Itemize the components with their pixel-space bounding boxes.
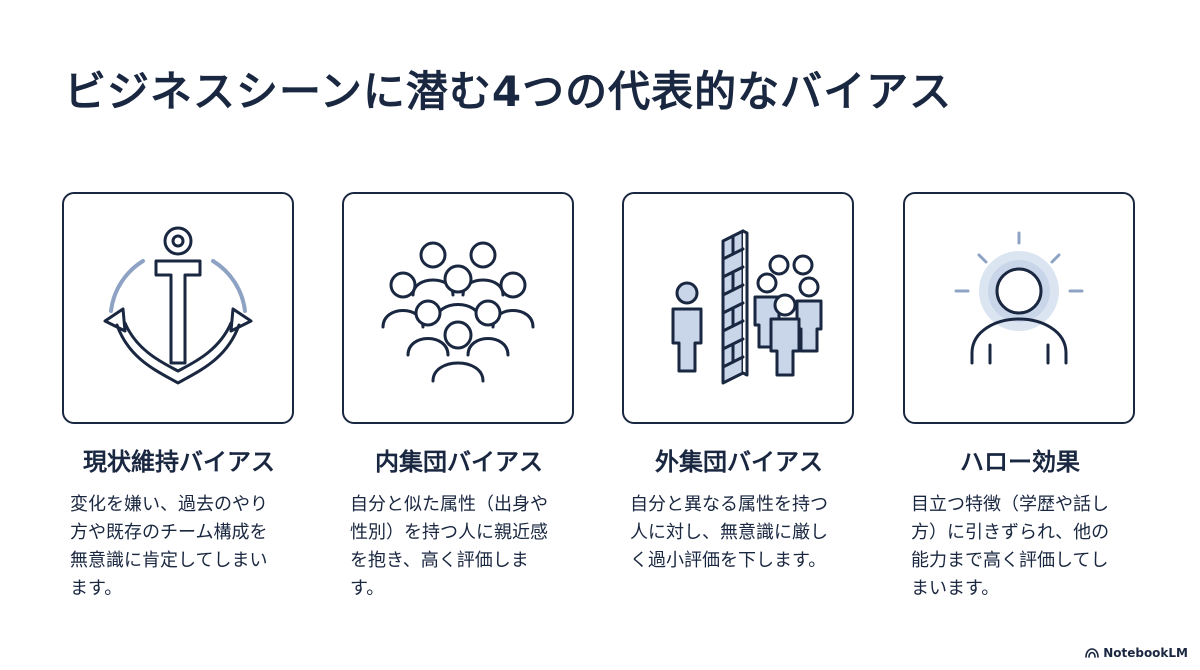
- card-description: 自分と異なる属性を持つ人に対し、無意識に厳しく過小評価を下します。: [630, 494, 828, 571]
- bias-card-status-quo: 現状維持バイアス 変化を嫌い、過去のやり方や既存のチーム構成を無意識に肯定してし…: [62, 192, 296, 603]
- card-title: ハロー効果: [960, 448, 1080, 476]
- group-icon: [381, 241, 535, 383]
- bias-card-in-group: 内集団バイアス 自分と似た属性（出身や性別）を持つ人に親近感を抱き、高く評価しま…: [342, 192, 576, 603]
- icon-frame: [903, 192, 1135, 424]
- bias-card-halo-effect: ハロー効果 目立つ特徴（学歴や話し方）に引きずられ、他の能力まで高く評価してしま…: [903, 192, 1137, 603]
- card-title: 外集団バイアス: [655, 448, 823, 476]
- notebooklm-logo-icon: [1085, 648, 1099, 658]
- anchor-icon: [103, 226, 253, 385]
- card-title: 現状維持バイアス: [83, 448, 275, 476]
- slide-title: ビジネスシーンに潜む4つの代表的なバイアス: [64, 67, 953, 116]
- icon-frame: [342, 192, 574, 424]
- card-description: 自分と似た属性（出身や性別）を持つ人に親近感を抱き、高く評価します。: [350, 494, 548, 599]
- halo-person-icon: [954, 231, 1084, 365]
- brand-watermark: NotebookLM: [1085, 646, 1188, 660]
- icon-frame: [622, 192, 854, 424]
- icon-frame: [62, 192, 294, 424]
- bias-card-out-group: 外集団バイアス 自分と異なる属性を持つ人に対し、無意識に厳しく過小評価を下します…: [622, 192, 856, 575]
- wall-separation-icon: [671, 229, 823, 385]
- card-title: 内集団バイアス: [375, 448, 543, 476]
- card-description: 変化を嫌い、過去のやり方や既存のチーム構成を無意識に肯定してしまいます。: [70, 494, 268, 599]
- brand-label: NotebookLM: [1103, 646, 1188, 660]
- card-description: 目立つ特徴（学歴や話し方）に引きずられ、他の能力まで高く評価してしまいます。: [911, 494, 1110, 599]
